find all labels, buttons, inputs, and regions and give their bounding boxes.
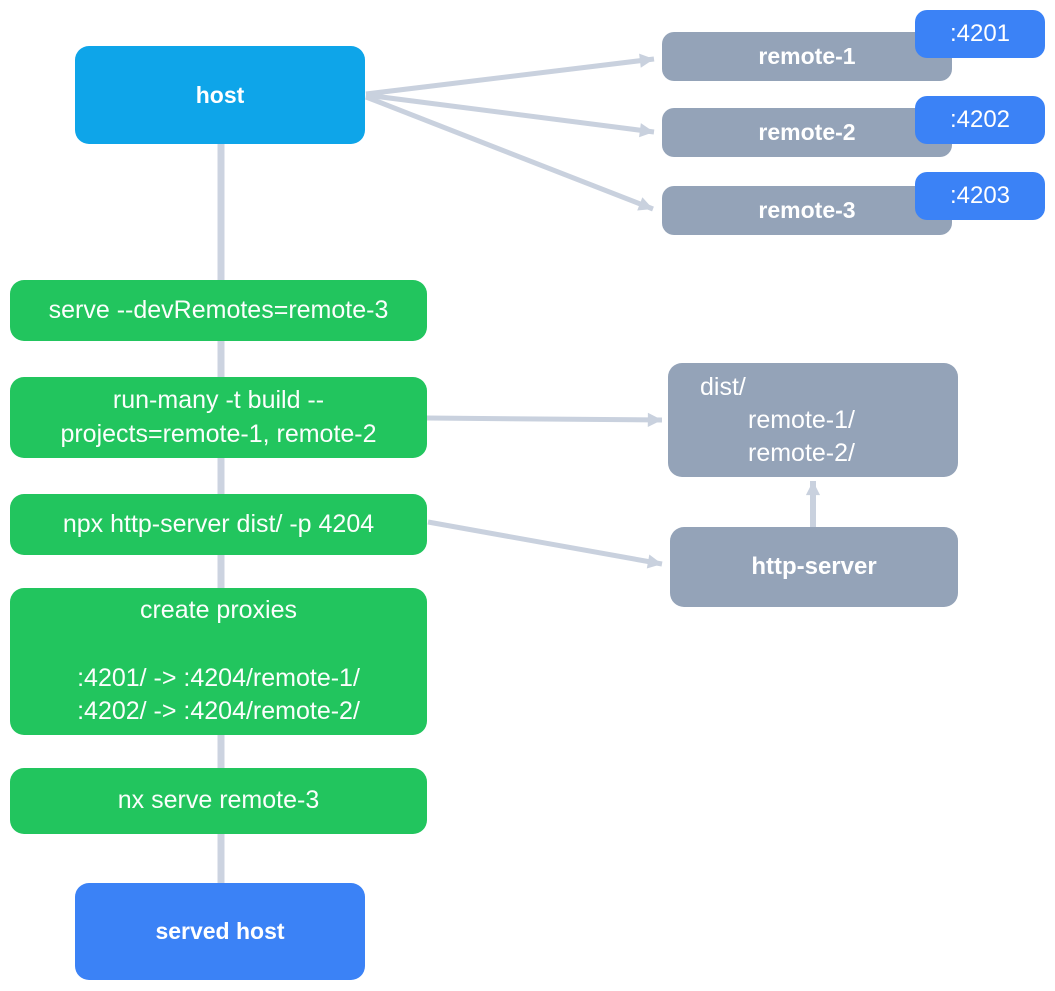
arrow-serve-to-http-server <box>427 519 663 569</box>
served-host-label: served host <box>155 918 285 944</box>
served-host-node: served host <box>75 883 365 980</box>
remote-1-label: remote-1 <box>758 43 856 69</box>
arrow-host-to-remote-2 <box>365 92 655 138</box>
step-run-many-build-text: run-many -t build -- projects=remote-1, … <box>60 385 377 448</box>
remote-1-port: :4201 <box>949 20 1011 47</box>
dist-remote-1-line: remote-1/ <box>748 405 855 434</box>
remote-3-port-badge: :4203 <box>915 172 1045 220</box>
remote-2-port: :4202 <box>949 106 1011 133</box>
remote-2-node: remote-2 <box>662 108 952 157</box>
http-server-label: http-server <box>751 553 877 580</box>
host-label: host <box>195 81 245 108</box>
step-npx-http-server: npx http-server dist/ -p 4204 <box>10 494 427 555</box>
arrow-host-to-remote-3 <box>365 94 654 212</box>
step-create-proxies-text: create proxies :4201/ -> :4204/remote-1/… <box>77 596 360 726</box>
step-nx-serve-remote-3: nx serve remote-3 <box>10 768 427 834</box>
remote-3-label: remote-3 <box>758 197 856 223</box>
remote-2-label: remote-2 <box>758 119 856 145</box>
step-run-many-build: run-many -t build -- projects=remote-1, … <box>10 377 427 458</box>
remote-2-port-badge: :4202 <box>915 96 1045 144</box>
http-server-node: http-server <box>670 527 958 607</box>
dist-folder-node: dist/ remote-1/ remote-2/ <box>668 363 958 477</box>
step-serve-dev-remotes: serve --devRemotes=remote-3 <box>10 280 427 341</box>
arrow-build-to-dist <box>426 412 663 427</box>
step-nx-serve-remote-3-text: nx serve remote-3 <box>117 786 320 815</box>
host-node: host <box>75 46 365 144</box>
step-npx-http-server-text: npx http-server dist/ -p 4204 <box>62 509 375 538</box>
remote-1-port-badge: :4201 <box>915 10 1045 58</box>
remote-3-port: :4203 <box>949 182 1011 209</box>
step-create-proxies: create proxies :4201/ -> :4204/remote-1/… <box>10 588 427 735</box>
remote-3-node: remote-3 <box>662 186 952 235</box>
arrow-host-to-remote-1 <box>365 53 655 97</box>
dist-folder-line: dist/ <box>700 372 746 401</box>
remote-1-node: remote-1 <box>662 32 952 81</box>
dist-remote-2-line: remote-2/ <box>748 438 855 467</box>
step-serve-dev-remotes-text: serve --devRemotes=remote-3 <box>48 295 389 324</box>
